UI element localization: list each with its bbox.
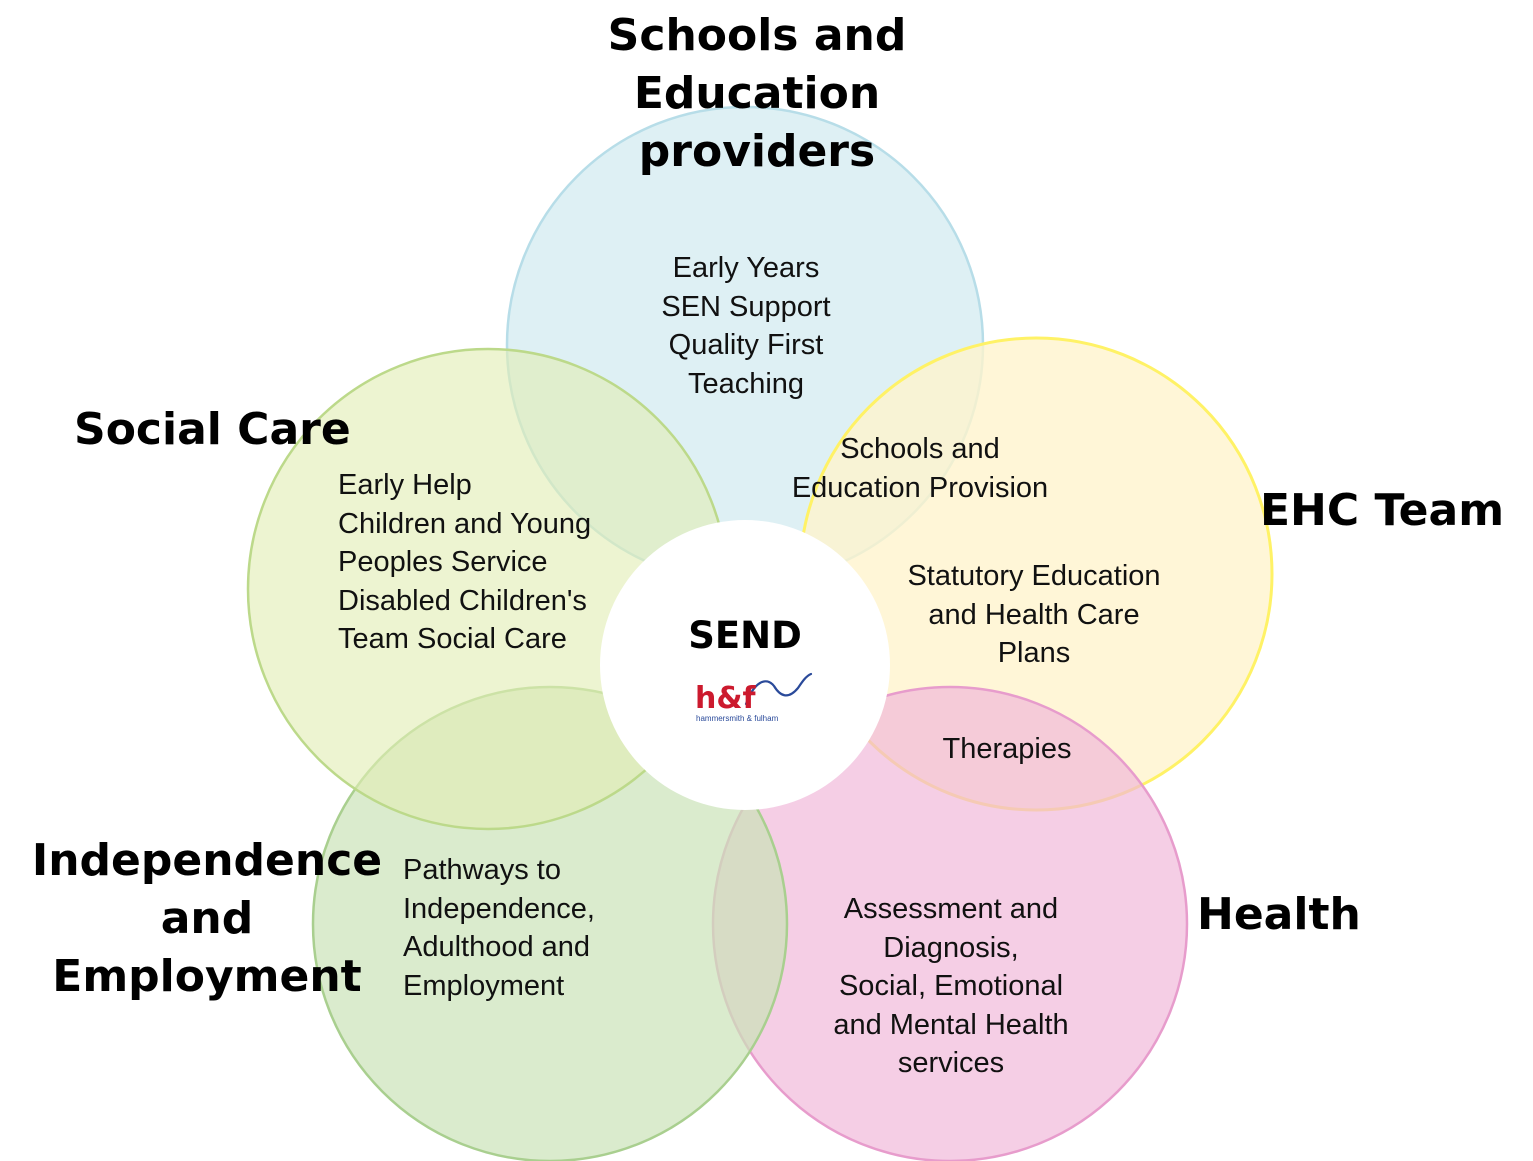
heading-social-care: Social Care xyxy=(74,404,351,455)
social-care-text-line: Early Help xyxy=(338,469,472,501)
independence-text-line: Pathways to xyxy=(403,854,561,886)
health-text-line: Assessment and xyxy=(843,893,1059,925)
ehc-text-line: and Health Care xyxy=(928,598,1140,631)
wave-logo-icon xyxy=(744,672,813,706)
health-text-line: and Mental Health xyxy=(833,1008,1069,1041)
therapies-overlap-text: Therapies xyxy=(942,733,1072,765)
independence-text-line: Adulthood and xyxy=(403,931,591,963)
health-text-line: Social, Emotional xyxy=(838,970,1064,1002)
ehc-text-line: Plans xyxy=(997,637,1071,669)
logo-caption-text: hammersmith & fulham xyxy=(696,714,779,723)
social-care-text-line: Disabled Children's xyxy=(338,584,587,617)
heading-schools-line-2: Education xyxy=(633,68,881,119)
send-title: SEND xyxy=(688,614,802,657)
overlap-text-line: Schools and xyxy=(840,433,1000,465)
ehc-text-line: Statutory Education xyxy=(907,560,1161,592)
heading-schools-line-1: Schools and xyxy=(607,10,907,61)
logo-mark-text: h&f xyxy=(695,681,757,716)
social-care-text-line: Children and Young xyxy=(338,507,592,540)
schools-text-line: Teaching xyxy=(687,367,805,400)
schools-text-line: Early Years xyxy=(672,252,820,284)
independence-text-line: Employment xyxy=(403,969,565,1002)
heading-independence-line-2: and xyxy=(160,893,254,944)
heading-schools-and-education-providers: Schools and Education providers xyxy=(557,7,957,181)
heading-health: Health xyxy=(1197,889,1361,940)
schools-circle-text: Early Years SEN Support Quality First Te… xyxy=(586,249,906,403)
health-text-line: services xyxy=(897,1047,1005,1079)
heading-independence-line-3: Employment xyxy=(52,951,362,1002)
social-care-circle-text: Early Help Children and Young Peoples Se… xyxy=(338,466,591,659)
schools-text-line: Quality First xyxy=(668,329,824,361)
independence-text-line: Independence, xyxy=(403,892,595,925)
heading-ehc-team: EHC Team xyxy=(1260,485,1505,536)
hammersmith-fulham-logo: h&f hammersmith & fulham xyxy=(695,672,813,723)
health-circle-text: Assessment and Diagnosis, Social, Emotio… xyxy=(791,890,1111,1083)
heading-schools-line-3: providers xyxy=(638,126,876,177)
schools-ehc-overlap-text: Schools and Education Provision xyxy=(760,430,1080,507)
ehc-circle-text: Statutory Education and Health Care Plan… xyxy=(874,557,1194,673)
heading-independence-line-1: Independence xyxy=(31,835,383,886)
circle-center-send xyxy=(600,520,890,810)
heading-independence-and-employment: Independence and Employment xyxy=(12,832,402,1006)
social-care-text-line: Peoples Service xyxy=(338,546,548,578)
overlap-text-line: Education Provision xyxy=(791,471,1049,504)
schools-text-line: SEN Support xyxy=(661,290,831,323)
health-text-line: Diagnosis, xyxy=(883,931,1019,964)
social-care-text-line: Team Social Care xyxy=(338,623,567,655)
independence-circle-text: Pathways to Independence, Adulthood and … xyxy=(403,851,595,1005)
